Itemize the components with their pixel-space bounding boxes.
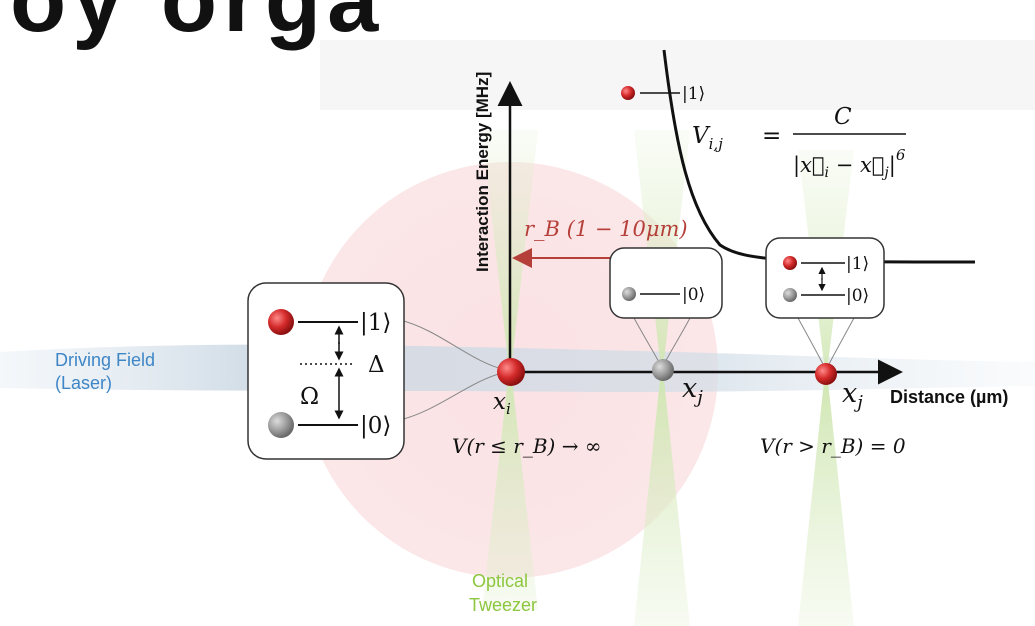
formula-lhs: V xyxy=(692,123,711,149)
formula-equals: = xyxy=(762,123,781,149)
formula-den-i: i xyxy=(825,165,829,181)
right-ground-label: |0⟩ xyxy=(846,286,869,306)
curve-legend: |1⟩ xyxy=(621,84,705,104)
tweezer-label-line2: Tweezer xyxy=(469,595,537,615)
position-xi: xi xyxy=(493,389,511,418)
position-xi-main: x xyxy=(493,389,506,415)
position-xj2-main: x xyxy=(842,378,857,409)
formula-den-close: | xyxy=(889,153,896,178)
main-excited-atom xyxy=(268,309,294,335)
mid-ground-atom xyxy=(622,287,636,301)
tweezer-label-line1: Optical xyxy=(472,571,528,591)
right-excited-atom xyxy=(783,256,797,270)
right-excited-label: |1⟩ xyxy=(846,254,869,274)
svg-text:Vi,j: Vi,j xyxy=(692,123,723,153)
position-xj-main: x xyxy=(682,373,697,404)
x-axis-label: Distance (µm) xyxy=(890,387,1008,407)
position-xj: xj xyxy=(682,373,703,408)
main-ground-label: |0⟩ xyxy=(360,413,391,439)
position-xj2: xj xyxy=(842,378,863,413)
position-xi-sub: i xyxy=(506,400,511,418)
right-ground-atom xyxy=(783,288,797,302)
potential-formula: Vi,j = C |x⃗i − x⃗j|6 xyxy=(692,104,906,181)
driving-field-label-line2: (Laser) xyxy=(55,373,112,393)
blockade-radius-label: r_B (1 − 10μm) xyxy=(524,217,688,241)
condition-inside: V(r ≤ r_B) → ∞ xyxy=(452,434,601,458)
position-xj-sub: j xyxy=(693,387,703,408)
formula-numerator: C xyxy=(834,104,852,130)
level-box-mid: |0⟩ xyxy=(609,247,723,367)
formula-den-j: j xyxy=(881,165,889,181)
level-box-right: |1⟩ |0⟩ xyxy=(765,237,885,369)
main-excited-label: |1⟩ xyxy=(360,310,391,336)
formula-den-minus: − x⃗ xyxy=(829,153,884,177)
y-axis-label: Interaction Energy [MHz] xyxy=(473,72,492,272)
atom-xj-ground xyxy=(652,359,674,381)
condition-outside: V(r > r_B) = 0 xyxy=(760,434,906,458)
formula-den-exp: 6 xyxy=(896,146,906,164)
driving-field-label-line1: Driving Field xyxy=(55,350,155,370)
clipped-title: oy orga xyxy=(10,0,385,51)
legend-excited-label: |1⟩ xyxy=(682,84,705,104)
main-rabi-label: Ω xyxy=(300,384,319,410)
legend-excited-atom xyxy=(621,86,635,100)
level-box-main: |1⟩ Δ Ω |0⟩ xyxy=(247,282,507,460)
svg-text:|x⃗i − x⃗j|6: |x⃗i − x⃗j|6 xyxy=(793,146,906,181)
atom-xj-excited xyxy=(815,363,837,385)
tweezer-beam-xj2 xyxy=(798,150,854,626)
formula-denominator: |x⃗ xyxy=(793,153,825,178)
formula-lhs-sub: i,j xyxy=(709,135,724,153)
mid-ground-label: |0⟩ xyxy=(682,285,705,305)
header-noise-band xyxy=(320,40,1035,110)
position-xj2-sub: j xyxy=(853,392,863,413)
atom-xi xyxy=(497,358,525,386)
main-ground-atom xyxy=(268,412,294,438)
main-detuning-label: Δ xyxy=(368,352,385,378)
